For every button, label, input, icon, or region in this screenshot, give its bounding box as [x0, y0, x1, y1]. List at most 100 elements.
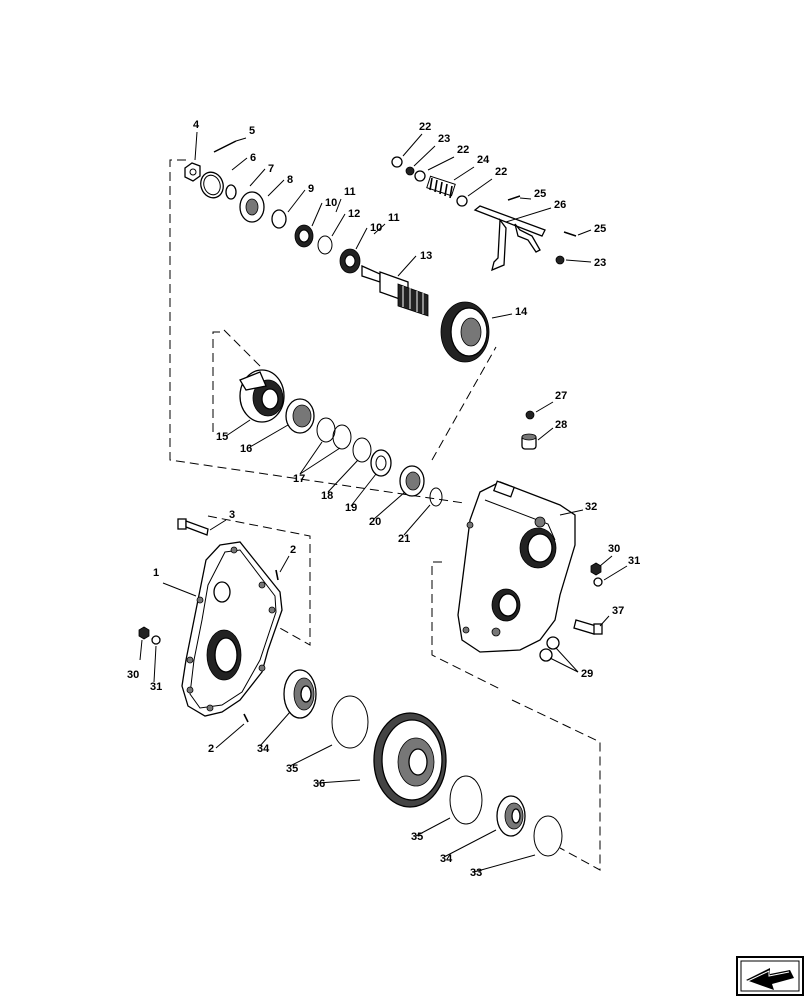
- leader-line: [467, 178, 493, 197]
- leader-line: [473, 854, 536, 873]
- leader-line: [603, 565, 628, 581]
- leader-line: [235, 137, 247, 142]
- callout-1: 1: [153, 567, 159, 579]
- callout-33: 33: [470, 867, 482, 879]
- leader-line: [415, 817, 451, 837]
- part-bearing-20: [399, 465, 425, 497]
- leader-line: [231, 157, 248, 171]
- leader-line: [317, 779, 361, 784]
- bearing-stack-parts: [239, 369, 443, 507]
- leader-line: [287, 189, 306, 213]
- callout-9: 9: [308, 183, 314, 195]
- part-bolt-3: [177, 518, 209, 536]
- leader-line: [350, 473, 377, 507]
- leader-line: [327, 459, 359, 493]
- leader-line: [299, 447, 341, 475]
- callout-22: 22: [457, 144, 469, 156]
- part-sliding-gear-14: [440, 301, 490, 363]
- part-hub-15: [239, 369, 285, 423]
- part-pin-25b: [563, 231, 577, 237]
- leader-line: [559, 509, 584, 516]
- part-washer-22c: [456, 195, 468, 207]
- leader-line: [249, 424, 289, 448]
- leader-line: [215, 723, 245, 749]
- leader-line: [413, 145, 436, 167]
- leader-line: [535, 401, 554, 413]
- leader-line: [267, 179, 285, 197]
- callout-2: 2: [290, 544, 296, 556]
- callout-30: 30: [608, 543, 620, 555]
- part-shim-17a: [316, 417, 336, 443]
- part-washer-31b: [151, 635, 161, 645]
- leader-line: [505, 207, 552, 223]
- part-pin-2a: [275, 569, 279, 581]
- leader-line: [402, 133, 423, 157]
- callout-labels: 4 5 6 7 8 9 10 11 12 10 11 13 22 23 22 2…: [127, 119, 640, 879]
- part-shim-35a: [331, 695, 369, 749]
- leader-line: [153, 645, 157, 683]
- upper-shaft-parts: [184, 140, 490, 363]
- part-bushing-29a: [546, 636, 560, 650]
- leader-line: [259, 711, 291, 747]
- part-snap-ring-12: [317, 235, 333, 255]
- callout-34: 34: [440, 853, 453, 865]
- callout-25: 25: [594, 223, 606, 235]
- part-pin-5: [213, 140, 237, 153]
- leader-line: [555, 647, 579, 673]
- part-bearing-8: [239, 191, 265, 223]
- callout-27: 27: [555, 390, 567, 402]
- part-cover-1: [181, 541, 283, 717]
- part-bolt-37: [573, 619, 603, 635]
- leader-line: [565, 259, 592, 263]
- callout-7: 7: [268, 163, 274, 175]
- callout-31: 31: [628, 555, 640, 567]
- callout-5: 5: [249, 125, 255, 137]
- part-bushing-29b: [539, 648, 553, 662]
- leader-line: [443, 829, 497, 858]
- part-shaft-13: [361, 264, 429, 317]
- callout-10: 10: [325, 197, 337, 209]
- leader-line: [519, 197, 532, 200]
- part-spacer-9: [271, 209, 287, 229]
- leader-line: [491, 313, 513, 319]
- callout-4: 4: [193, 119, 200, 131]
- callout-14: 14: [515, 306, 528, 318]
- callout-35: 35: [286, 763, 298, 775]
- hardware-27-28: [521, 410, 537, 450]
- callout-3: 3: [229, 509, 235, 521]
- leader-line: [335, 198, 342, 213]
- leader-line: [577, 229, 592, 236]
- assembly-boundary-lines: [169, 159, 601, 871]
- part-snap-ring-33: [533, 815, 563, 857]
- callout-11: 11: [344, 186, 356, 198]
- callout-34: 34: [257, 743, 270, 755]
- part-shift-fork-26: [473, 205, 546, 272]
- hardware-30-31-37-29: [539, 562, 603, 662]
- part-washer-7: [225, 184, 237, 200]
- callout-35: 35: [411, 831, 423, 843]
- leader-line: [453, 166, 475, 181]
- callout-26: 26: [554, 199, 566, 211]
- callout-22: 22: [419, 121, 431, 133]
- callout-37: 37: [612, 605, 624, 617]
- callout-29: 29: [581, 668, 593, 680]
- part-nut-23a: [405, 166, 415, 176]
- part-bearing-16: [285, 398, 315, 434]
- next-page-arrow-icon[interactable]: [736, 956, 804, 996]
- leader-line: [311, 202, 323, 227]
- leader-line: [249, 168, 266, 187]
- part-shim-18: [352, 437, 372, 463]
- leader-line: [209, 519, 227, 531]
- part-washer-31a: [593, 577, 603, 587]
- part-gear-case-32: [457, 480, 576, 653]
- part-fitting-28: [521, 433, 537, 450]
- part-spring-24: [426, 175, 456, 199]
- callout-32: 32: [585, 501, 597, 513]
- leader-line: [599, 615, 610, 627]
- callout-25: 25: [534, 188, 546, 200]
- leader-line: [355, 227, 368, 250]
- part-pin-25a: [507, 195, 521, 201]
- callout-23: 23: [438, 133, 450, 145]
- leader-line: [225, 419, 251, 437]
- part-plug-27: [525, 410, 535, 420]
